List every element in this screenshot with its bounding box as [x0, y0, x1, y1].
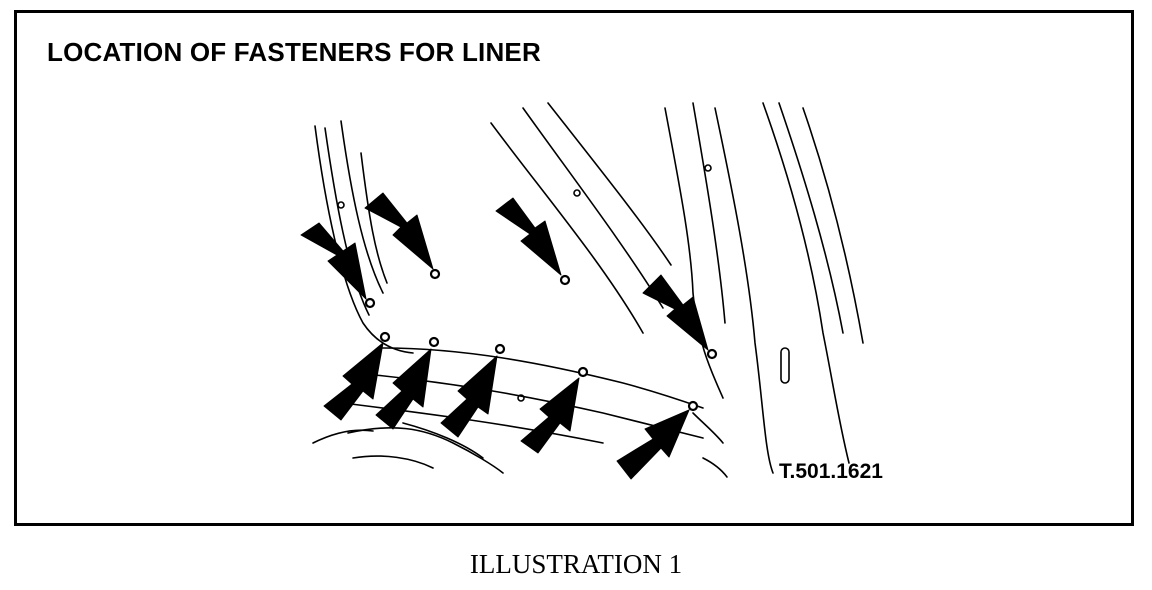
fastener-arrow-icon [642, 274, 709, 351]
fastener-arrow-icon [495, 197, 562, 276]
drawing-reference-number: T.501.1621 [779, 460, 883, 483]
fastener-arrow-icon [616, 409, 690, 480]
fastener-point [687, 400, 699, 412]
diagram-frame: LOCATION OF FASTENERS FOR LINER [14, 10, 1134, 526]
liner-line-drawing [300, 102, 864, 480]
fastener-point [428, 336, 440, 348]
fastener-arrow-icon [375, 348, 432, 430]
fastener-point [577, 366, 589, 378]
fastener-arrow-icon [520, 377, 580, 454]
fastener-point [429, 268, 441, 280]
fastener-point [364, 297, 376, 309]
fastener-arrow-icon [364, 192, 434, 270]
fastener-point [494, 343, 506, 355]
fastener-arrow-icon [323, 342, 384, 421]
fastener-point [559, 274, 571, 286]
fastener-point [379, 331, 391, 343]
fastener-arrow-icon [300, 222, 367, 300]
fastener-point [706, 348, 718, 360]
illustration-caption: ILLUSTRATION 1 [469, 549, 683, 579]
fastener-arrow-icon [440, 355, 498, 438]
diagram-title: LOCATION OF FASTENERS FOR LINER [47, 37, 541, 67]
